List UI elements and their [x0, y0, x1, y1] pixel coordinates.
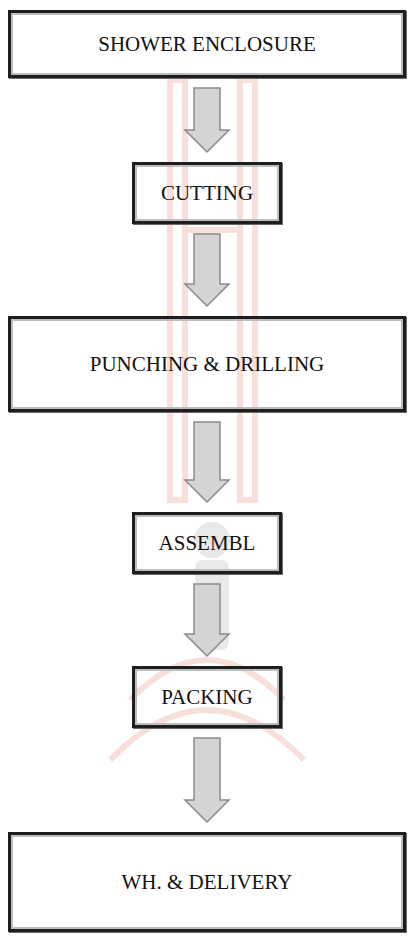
process-box: SHOWER ENCLOSURE [8, 10, 406, 78]
box-label: CUTTING [161, 181, 253, 205]
block-arrow [185, 422, 229, 502]
box-label: ASSEMBL [159, 531, 256, 555]
process-box: CUTTING [132, 162, 282, 224]
process-box: ASSEMBL [132, 512, 282, 574]
arrow-shape [185, 584, 229, 656]
process-box: WH. & DELIVERY [8, 832, 406, 932]
arrow-shape [185, 738, 229, 822]
block-arrow [185, 738, 229, 822]
box-label: PUNCHING & DRILLING [90, 352, 325, 376]
block-arrow [185, 88, 229, 152]
process-box: PACKING [132, 666, 282, 728]
box-label: PACKING [161, 685, 252, 709]
arrow-shape [185, 234, 229, 306]
block-arrow [185, 584, 229, 656]
box-label: WH. & DELIVERY [122, 870, 293, 894]
process-box: PUNCHING & DRILLING [8, 316, 406, 412]
block-arrow [185, 234, 229, 306]
box-label: SHOWER ENCLOSURE [98, 32, 316, 56]
arrow-shape [185, 88, 229, 152]
arrow-shape [185, 422, 229, 502]
